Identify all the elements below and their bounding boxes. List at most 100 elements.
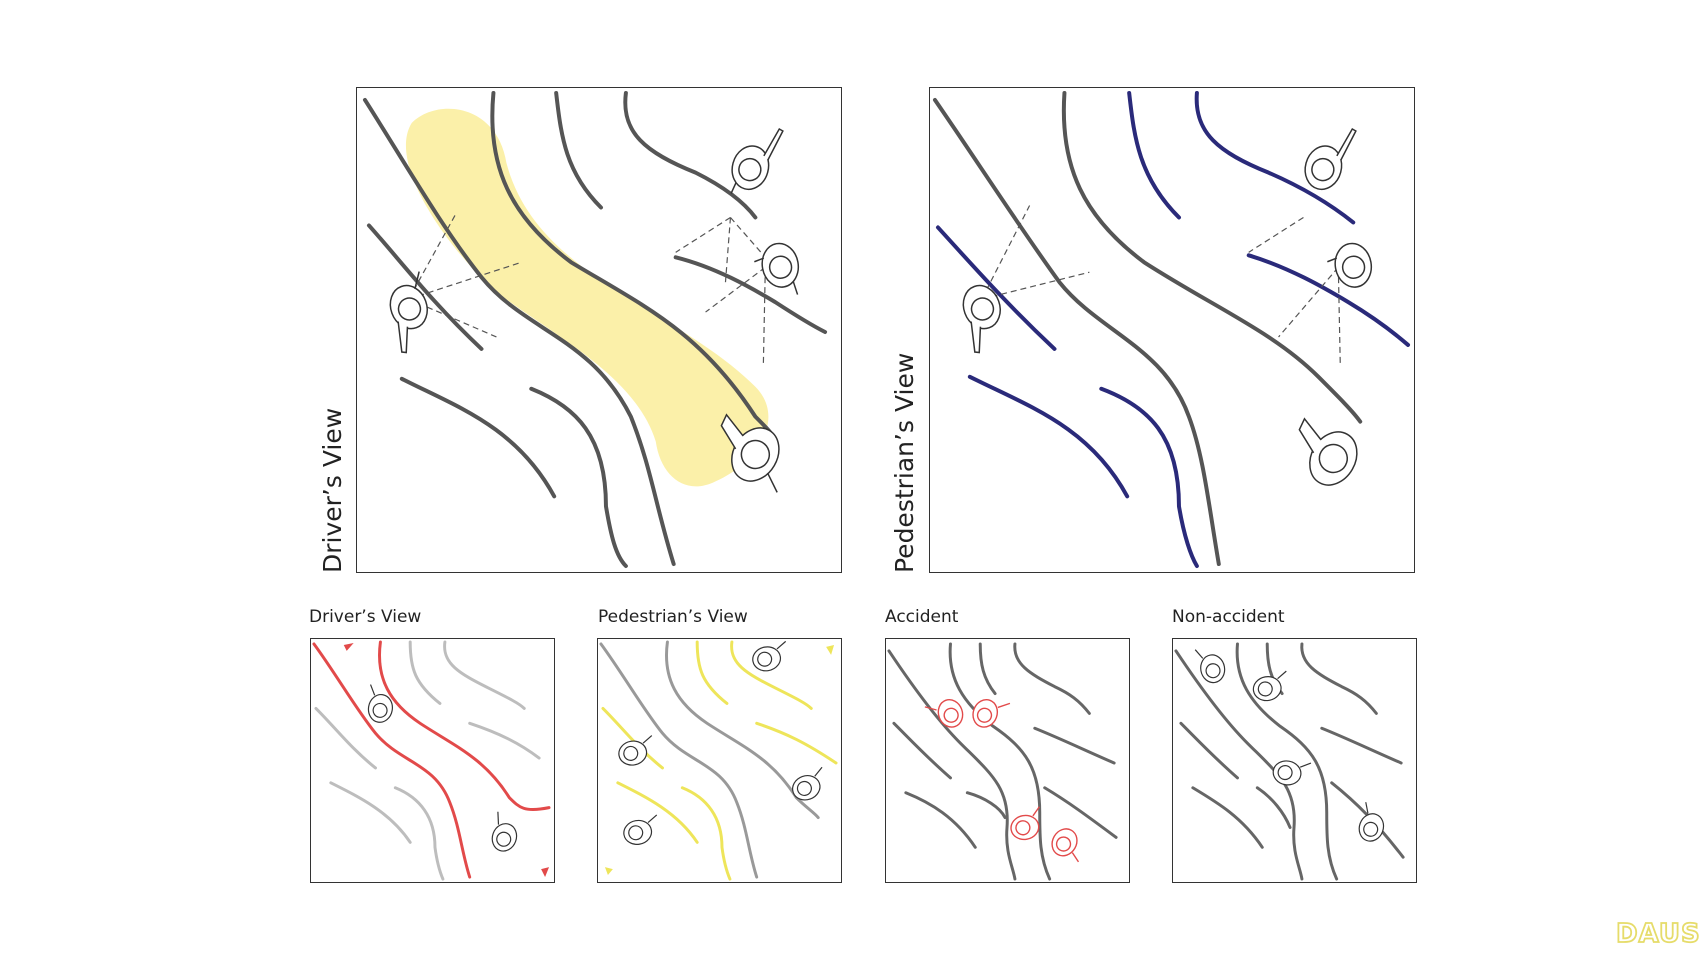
sight-line: [1278, 266, 1339, 338]
small-non-accident-diagram: [1174, 642, 1405, 881]
road-line: [399, 376, 557, 499]
yellow-lane-line: [695, 640, 729, 705]
car-marker-icon: [343, 642, 354, 651]
pedestrian-icon: [730, 128, 784, 194]
blue-lane-line: [1246, 253, 1411, 347]
pedestrian-icon: [752, 640, 787, 672]
road-line: [408, 640, 442, 705]
sight-line: [1337, 267, 1341, 367]
logo-text: DAUS: [1616, 919, 1701, 949]
sight-line: [981, 271, 1090, 300]
road-line: [443, 640, 526, 710]
road-line: [599, 642, 759, 879]
road-line: [1320, 726, 1403, 765]
road-line: [1255, 786, 1292, 829]
small-driver-view-diagram: [312, 640, 551, 881]
pedestrian-icon: [1304, 128, 1357, 191]
pedestrian-view-panel: [929, 87, 1415, 573]
road-line: [490, 90, 776, 439]
sight-line: [408, 212, 458, 300]
sight-line: [730, 217, 766, 258]
small-pedestrian-view-diagram: [599, 640, 838, 881]
sight-line: [1248, 216, 1304, 253]
blue-lane-line: [1099, 386, 1199, 569]
small-label-pedestrian: Pedestrian’s View: [598, 607, 748, 627]
road-line: [1300, 642, 1378, 715]
road-line: [554, 90, 603, 210]
road-line: [1235, 642, 1339, 881]
small-pedestrian-view-panel: [597, 638, 842, 883]
sight-line: [675, 216, 731, 253]
small-label-driver: Driver’s View: [309, 607, 422, 627]
pedestrian-icon: [972, 699, 1011, 728]
pedestrian-icon: [754, 242, 800, 295]
driver-view-diagram: [362, 90, 828, 569]
road-line: [362, 97, 676, 567]
small-accident-panel: [885, 638, 1130, 883]
sight-line: [724, 217, 732, 283]
road-line: [623, 90, 758, 220]
road-line: [468, 721, 541, 760]
road-line: [314, 706, 377, 770]
small-driver-view-panel: [310, 638, 555, 883]
road-line: [329, 781, 412, 844]
small-accident-diagram: [887, 642, 1118, 881]
blue-lane-line: [1127, 90, 1181, 220]
pedestrian-icon: [1194, 649, 1226, 684]
road-line: [1061, 90, 1363, 424]
pedestrian-icon: [491, 811, 518, 852]
pedestrian-icon: [1298, 417, 1358, 486]
pedestrian-icon: [623, 814, 658, 845]
road-line: [665, 640, 820, 820]
car-marker-icon: [604, 867, 613, 876]
daus-logo-icon: DAUS: [1615, 918, 1701, 950]
road-line: [1013, 642, 1091, 715]
blue-lane-line: [1194, 90, 1356, 225]
small-non-accident-panel: [1172, 638, 1417, 883]
pedestrian-icon: [367, 684, 393, 723]
pedestrian-icon: [792, 766, 823, 801]
road-line: [965, 791, 1007, 820]
car-marker-icon: [826, 644, 835, 655]
driver-view-panel: [356, 87, 842, 573]
road-line: [1043, 786, 1118, 839]
pedestrian-icon: [1358, 802, 1385, 842]
road-line: [904, 791, 977, 849]
pedestrian-view-title: Pedestrian’s View: [890, 352, 919, 573]
red-road-line: [378, 640, 551, 812]
red-road-line: [312, 642, 472, 879]
road-line: [887, 649, 1017, 881]
road-line: [1330, 781, 1405, 859]
road-line: [1033, 726, 1116, 765]
blue-lane-line: [935, 225, 1057, 351]
sight-line: [981, 205, 1031, 300]
yellow-lane-line: [680, 786, 732, 881]
yellow-lane-line: [601, 706, 664, 770]
road-line: [932, 97, 1221, 567]
road-line: [1191, 786, 1264, 849]
small-label-accident: Accident: [885, 607, 959, 627]
sight-line: [762, 267, 766, 367]
road-line: [978, 642, 997, 696]
road-line: [366, 223, 484, 351]
pedestrian-icon: [1272, 760, 1312, 786]
pedestrian-icon: [389, 271, 428, 354]
pedestrian-icon: [1010, 806, 1040, 841]
blue-lane-line: [967, 374, 1130, 499]
road-line: [892, 721, 952, 780]
pedestrian-icon: [1252, 670, 1287, 702]
driver-view-zone: [405, 108, 769, 487]
pedestrian-icon: [962, 284, 1001, 354]
road-line: [1179, 721, 1239, 780]
sight-line: [705, 266, 766, 313]
yellow-lane-line: [755, 721, 838, 765]
pedestrian-icon: [924, 699, 964, 728]
road-line: [529, 386, 628, 569]
small-label-non-accident: Non-accident: [1172, 607, 1285, 627]
yellow-lane-line: [616, 781, 699, 844]
road-line: [393, 786, 445, 881]
pedestrian-icon: [1327, 242, 1373, 288]
road-line: [673, 255, 828, 334]
pedestrian-icon: [1051, 828, 1080, 863]
car-marker-icon: [541, 867, 550, 878]
